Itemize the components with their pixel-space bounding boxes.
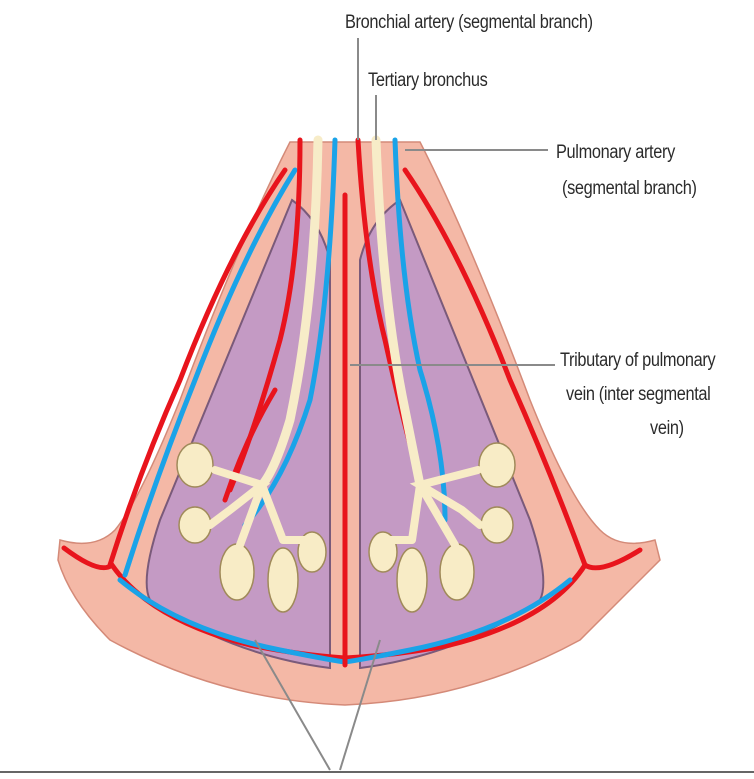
label-tributary-line3: vein) — [650, 416, 684, 441]
label-bronchial-artery: Bronchial artery (segmental branch) — [345, 10, 593, 35]
label-pulmonary-artery-line2: (segmental branch) — [562, 176, 697, 201]
label-tertiary-bronchus: Tertiary bronchus — [368, 68, 487, 93]
label-pulmonary-artery-line1: Pulmonary artery — [556, 140, 675, 165]
label-tributary-line2: vein (inter segmental — [566, 382, 710, 407]
label-tributary-line1: Tributary of pulmonary — [560, 348, 715, 373]
